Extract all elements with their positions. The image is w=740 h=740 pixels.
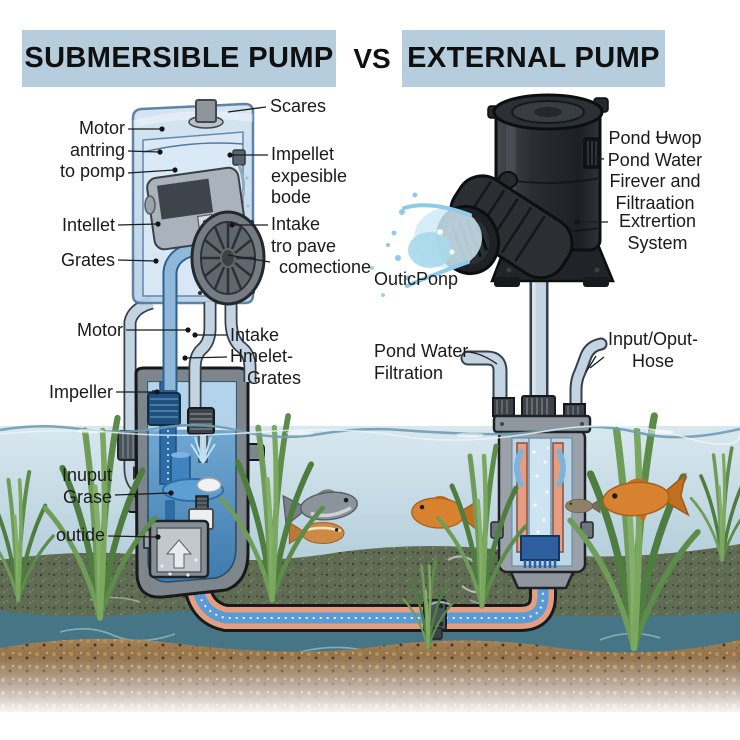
label-intake-tro-pave: Intake tro pave comectione: [271, 214, 372, 277]
waterline: [0, 423, 740, 446]
fish-group: [282, 489, 601, 545]
label-scares: Scares: [270, 96, 327, 116]
label-grates-1: Grates: [60, 250, 115, 270]
left-title: SUBMERSIBLE PUMP: [24, 42, 334, 74]
label-pond-water-filtration: Pond Water Filtration: [374, 341, 469, 383]
label-hmelet-grates: Hmelet- Grates: [230, 346, 302, 388]
label-motor-antring-to-pomp: Motor antring to pomp: [59, 118, 125, 181]
label-pond-uwop-block: Pond Ʉwop Pond Water Firever and Filtraa…: [607, 128, 703, 213]
right-title-box: EXTERNAL PUMP: [402, 30, 665, 87]
label-motor-2: Motor: [76, 320, 123, 340]
leader-lines: [107, 106, 608, 540]
label-inuput-grase: Inuput Grase: [61, 465, 112, 507]
label-intellet: Intellet: [61, 215, 115, 235]
fish-small-dusky: [565, 498, 601, 514]
label-impeller: Impeller: [48, 382, 113, 402]
left-title-box: SUBMERSIBLE PUMP: [22, 30, 336, 87]
label-intake-2: Intake: [230, 325, 280, 345]
chamber-bubbles: [532, 446, 550, 534]
filter-block: [520, 535, 560, 561]
label-impellet-expesible-bode: Impellet expesible bode: [271, 144, 348, 207]
label-outic-ponp: OuticPonp: [374, 269, 459, 289]
right-title: EXTERNAL PUMP: [407, 42, 660, 74]
pump-spray: [370, 192, 482, 297]
label-input-oput-hose: Input/Oput- Hose: [607, 329, 699, 371]
sump-couplings: [147, 390, 215, 435]
fish-orange-striped: [288, 521, 345, 545]
fish-big-orange: [602, 472, 690, 523]
housing-cap: [188, 99, 224, 129]
submersible-motor: [144, 166, 266, 306]
label-extrertion-system: Extrertion System: [618, 211, 697, 253]
bottom-fade: [0, 655, 740, 740]
label-outide: outide: [55, 525, 105, 545]
external-pump: [370, 93, 615, 297]
vs-text: VS: [353, 42, 391, 74]
sump-pump-block: [143, 519, 210, 579]
